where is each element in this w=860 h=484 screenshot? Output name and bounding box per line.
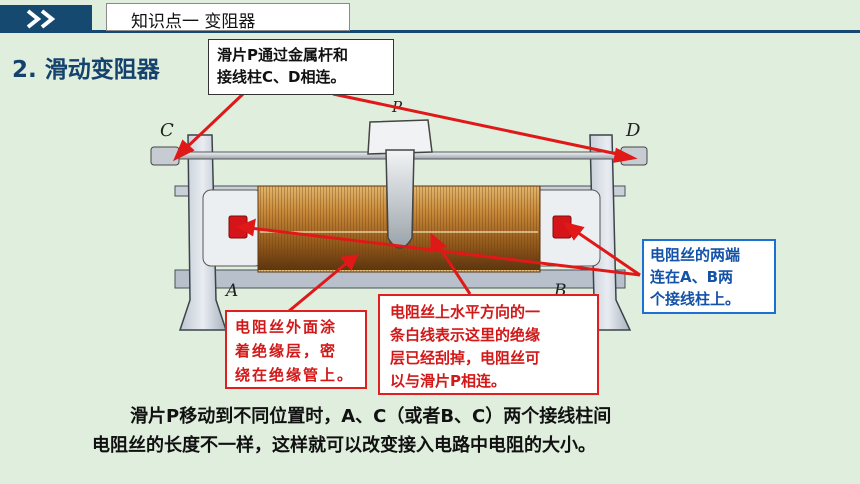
callout-white-line-text: 层已经刮掉，电阻丝可 [390, 349, 541, 367]
pointer-to-d [332, 92, 623, 157]
arrowhead-b [562, 221, 585, 241]
callout-ends-line: 连在A、B两 [650, 268, 734, 286]
slider-p-head [367, 119, 433, 155]
callout-white-line-text: 以与滑片P相连。 [390, 372, 506, 390]
pointer-to-c [182, 92, 245, 152]
callout-coating: 电阻丝外面涂 着绝缘层，密 绕在绝缘管上。 [225, 310, 367, 389]
pointer-to-coil [288, 260, 349, 313]
summary-line-1: 滑片P移动到不同位置时，A、C（或者B、C）两个接线柱间 [130, 406, 612, 427]
arrowhead-c [172, 139, 195, 162]
arrowhead-a [236, 218, 256, 237]
header-chevron-block [0, 5, 92, 33]
header-rule [92, 30, 860, 33]
label-a: A [224, 281, 238, 301]
callout-coating-line: 着绝缘层，密 [235, 342, 338, 360]
slider-p-contact [385, 149, 415, 249]
callout-coating-line: 绕在绝缘管上。 [235, 366, 355, 384]
callout-slider: 滑片P通过金属杆和 接线柱C、D相连。 [208, 39, 394, 95]
summary-line-2: 电阻丝的长度不一样，这样就可以改变接入电路中电阻的大小。 [92, 435, 596, 456]
terminal-c-knob [150, 146, 180, 166]
callout-ends-line: 个接线柱上。 [650, 290, 741, 308]
label-d: D [625, 120, 641, 141]
callout-white-line: 电阻丝上水平方向的一 条白线表示这里的绝缘 层已经刮掉，电阻丝可 以与滑片P相连… [378, 294, 599, 395]
arrowhead-coil [340, 254, 359, 271]
callout-white-line-text: 条白线表示这里的绝缘 [390, 326, 541, 344]
callout-ends: 电阻丝的两端 连在A、B两 个接线柱上。 [642, 239, 776, 314]
pointer-to-a [249, 226, 641, 277]
topic-box: 知识点一 变阻器 [106, 3, 350, 32]
callout-ends-line: 电阻丝的两端 [650, 246, 741, 264]
callout-slider-line: 接线柱C、D相连。 [217, 68, 346, 86]
pointer-to-white-line [436, 244, 472, 295]
label-c: C [160, 120, 174, 141]
callout-white-line-text: 电阻丝上水平方向的一 [390, 303, 541, 321]
double-chevron-icon [26, 9, 56, 29]
pointer-to-b [573, 228, 641, 277]
callout-coating-line: 电阻丝外面涂 [235, 318, 338, 336]
arrowhead-d [613, 147, 638, 163]
callout-slider-line: 滑片P通过金属杆和 [217, 46, 348, 64]
header-bar: 知识点一 变阻器 [0, 0, 860, 37]
arrowhead-white-line [430, 232, 447, 254]
topic-label: 知识点一 变阻器 [131, 12, 256, 32]
section-title: 2. 滑动变阻器 [12, 57, 160, 83]
